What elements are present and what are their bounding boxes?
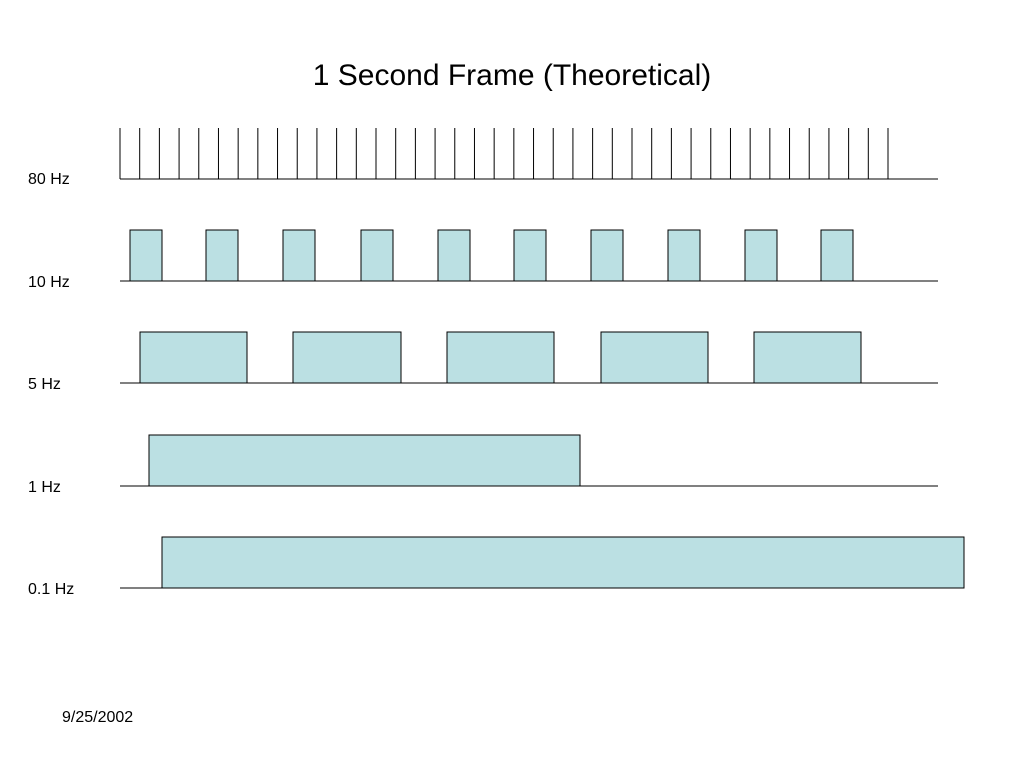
pulse-box bbox=[148, 434, 581, 487]
pulse-box bbox=[600, 331, 709, 384]
slide-title: 1 Second Frame (Theoretical) bbox=[312, 59, 712, 92]
pulse-box bbox=[129, 229, 163, 282]
pulse-row-4 bbox=[120, 536, 965, 589]
footer-date: 9/25/2002 bbox=[62, 709, 134, 726]
pulse-box bbox=[292, 331, 402, 384]
pulse-box bbox=[590, 229, 624, 282]
row-label-80hz: 80 Hz bbox=[28, 171, 70, 188]
row-label-0-1hz: 0.1 Hz bbox=[28, 581, 75, 598]
pulse-row-3 bbox=[120, 434, 938, 487]
row-label-10hz: 10 Hz bbox=[28, 274, 70, 291]
pulse-box bbox=[744, 229, 778, 282]
pulse-box bbox=[161, 536, 965, 589]
pulse-box bbox=[360, 229, 394, 282]
pulse-box bbox=[667, 229, 701, 282]
pulse-row-0 bbox=[119, 128, 938, 180]
pulse-box bbox=[282, 229, 316, 282]
pulse-box bbox=[139, 331, 248, 384]
pulse-box bbox=[513, 229, 547, 282]
pulse-row-2 bbox=[120, 331, 938, 384]
pulse-box bbox=[820, 229, 854, 282]
pulse-row-1 bbox=[120, 229, 938, 282]
pulse-box bbox=[437, 229, 471, 282]
row-label-5hz: 5 Hz bbox=[28, 376, 61, 393]
pulse-box bbox=[753, 331, 862, 384]
pulse-box bbox=[446, 331, 555, 384]
row-label-1hz: 1 Hz bbox=[28, 479, 61, 496]
pulse-box bbox=[205, 229, 239, 282]
